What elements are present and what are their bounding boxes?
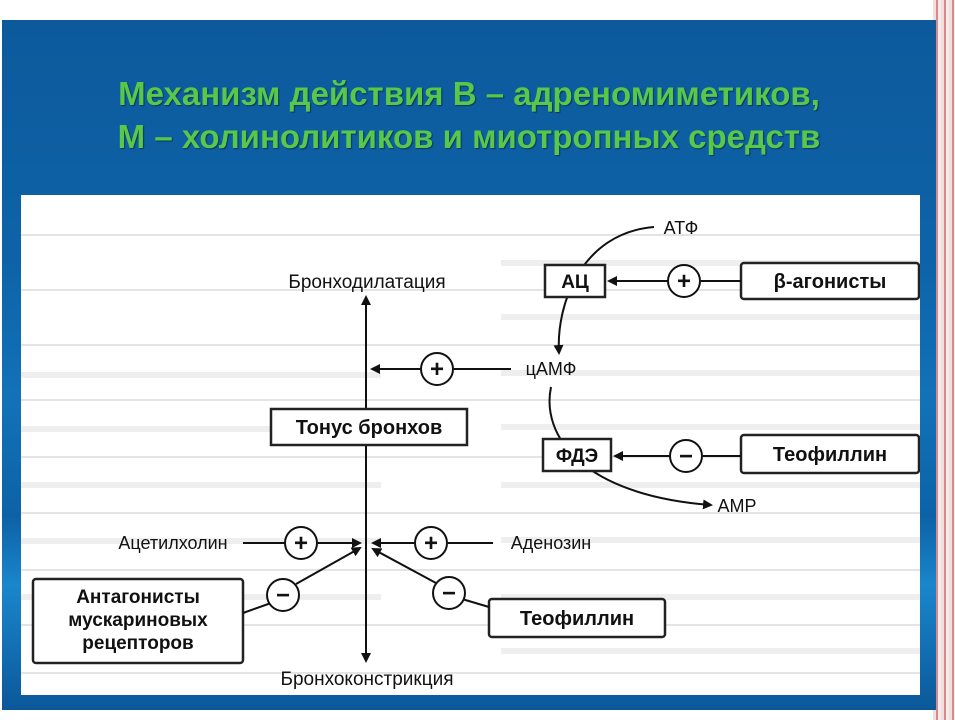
diagram-panel: Бронходилатация Бронхоконстрикция Тонус … (21, 195, 920, 695)
label-amp: AMP (717, 496, 756, 516)
sign-aden: + (424, 530, 438, 557)
box-ac (543, 263, 607, 299)
box-muscarinic-antagonists (31, 577, 245, 665)
sign-circle-theo2 (432, 576, 466, 610)
sign-theo2: − (442, 580, 456, 607)
box-theophylline-1 (739, 433, 920, 475)
box-theophylline-1-text: Теофиллин (773, 444, 887, 466)
box-muscarinic-line1: Антагонисты (76, 587, 200, 608)
sign-ach: + (294, 530, 308, 557)
mechanism-diagram: Бронходилатация Бронхоконстрикция Тонус … (31, 218, 920, 690)
box-bronchial-tone-text: Тонус бронхов (296, 417, 443, 439)
arrow-musc-1 (242, 602, 272, 614)
label-camp: цАМФ (526, 359, 577, 379)
slide-title: Механизм действия В – адреномиметиков, М… (2, 72, 936, 158)
title-line-2: М – холинолитиков и миотропных средств (117, 118, 821, 155)
box-pde-text: ФДЭ (556, 446, 598, 467)
sign-theo-pde: − (679, 443, 693, 470)
background-texture (21, 234, 920, 674)
box-pde (541, 437, 613, 473)
box-bronchial-tone (269, 407, 469, 447)
arrow-theo2-2 (371, 548, 437, 584)
sign-circle-musc (266, 578, 300, 612)
box-ac-text: АЦ (561, 272, 589, 293)
title-line-1: Механизм действия В – адреномиметиков, (118, 75, 820, 112)
box-theophylline-2 (487, 597, 667, 639)
slide: Механизм действия В – адреномиметиков, М… (2, 20, 936, 710)
box-muscarinic-line2: мускариновых (68, 610, 208, 631)
box-muscarinic-line3: рецепторов (82, 633, 193, 654)
arrow-musc-2 (295, 547, 362, 585)
sign-beta-ac: + (677, 268, 691, 295)
sign-musc: − (276, 582, 290, 609)
box-beta-agonists-text: β-агонисты (774, 271, 887, 293)
decorative-border-stripes (933, 0, 955, 720)
label-acetylcholine: Ацетилхолин (118, 533, 227, 553)
label-bronchodilation: Бронходилатация (288, 272, 445, 293)
label-bronchoconstriction: Бронхоконстрикция (280, 669, 453, 690)
sign-camp-tone: + (430, 356, 444, 383)
label-adenosine: Аденозин (511, 533, 592, 553)
label-atp: АТФ (664, 218, 699, 238)
box-theophylline-2-text: Теофиллин (520, 608, 634, 630)
arrow-theo2-1 (461, 598, 490, 608)
